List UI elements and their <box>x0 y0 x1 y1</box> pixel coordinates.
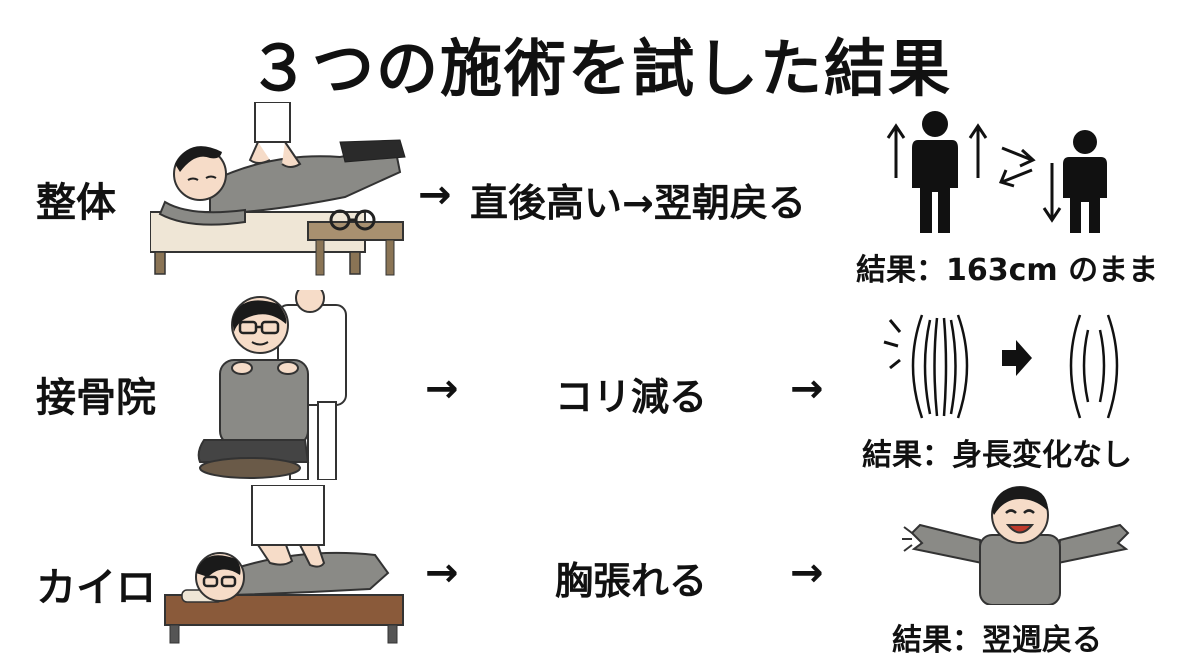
page-title: ３つの施術を試した結果 <box>247 32 952 105</box>
arrow-icon: → <box>425 366 459 412</box>
effect-text-sekkotsuin: コリ減る <box>555 375 708 419</box>
chiro-illustration <box>160 485 410 645</box>
right-arrow-icon <box>1002 340 1032 376</box>
down-arrow-icon <box>1042 163 1062 223</box>
tense-muscle-icon <box>911 314 969 419</box>
row-sekkotsuin: 接骨院 → コリ減る → <box>0 290 1200 480</box>
treatment-label-chiro: カイロ <box>36 565 156 611</box>
sekkotsuin-illustration <box>190 290 360 480</box>
height-comparison-icon <box>880 108 1130 233</box>
result-text-seitai: 結果：163cm のまま <box>856 253 1159 288</box>
effect-text-chiro: 胸張れる <box>555 559 708 603</box>
row-chiro: カイロ → 胸張れる → <box>0 480 1200 670</box>
result-text-sekkotsuin: 結果：身長変化なし <box>862 438 1132 473</box>
arrow-icon: → <box>418 172 452 218</box>
glasses-icon <box>329 209 376 231</box>
arrow-icon: → <box>790 550 824 596</box>
glasses-icon <box>202 575 237 588</box>
relaxed-muscle-icon <box>1069 314 1119 419</box>
swap-arrows-icon <box>998 146 1036 188</box>
result-text-chiro: 結果：翌週戻る <box>892 623 1102 658</box>
arrow-icon: → <box>425 550 459 596</box>
muscle-relax-icon <box>882 310 1142 425</box>
tension-lines-icon <box>883 319 902 370</box>
row-seitai: 整体 → 直後高い→翌朝戻る <box>0 100 1200 290</box>
glasses-icon <box>238 320 280 335</box>
arrow-icon: → <box>790 366 824 412</box>
treatment-label-seitai: 整体 <box>36 180 116 226</box>
seitai-illustration <box>150 102 410 277</box>
effect-text-seitai: 直後高い→翌朝戻る <box>470 181 806 225</box>
treatment-label-sekkotsuin: 接骨院 <box>36 375 156 421</box>
up-arrow-icon <box>886 123 988 178</box>
stretching-person-icon <box>900 485 1140 605</box>
